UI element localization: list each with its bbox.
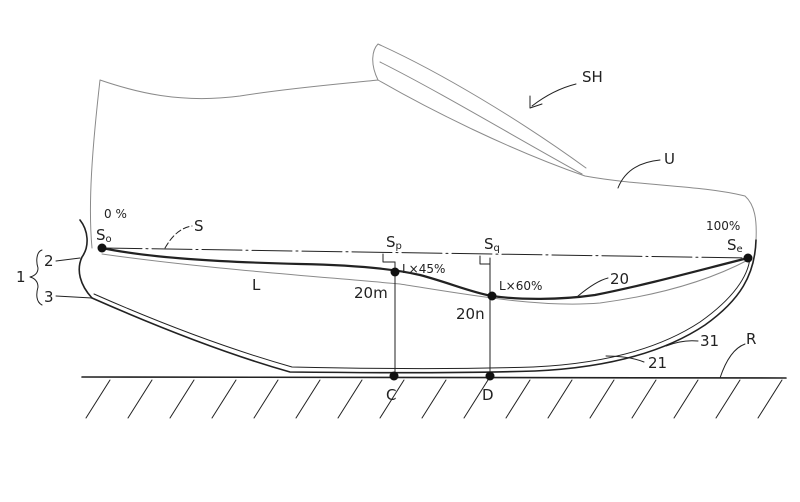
label-d: D <box>482 386 494 404</box>
outsole-inner <box>93 257 751 369</box>
point-so <box>97 243 107 253</box>
ground-hatching <box>85 379 783 419</box>
brace-1 <box>29 249 43 306</box>
label-l: L <box>252 276 261 294</box>
label-so: So <box>96 226 112 245</box>
point-se <box>743 253 753 263</box>
label-1: 1 <box>16 268 26 286</box>
ground-line <box>81 376 787 379</box>
label-l-60: L×60% <box>499 279 542 293</box>
label-u: U <box>664 150 675 168</box>
leader-31 <box>665 340 699 347</box>
tongue-outline <box>372 43 587 169</box>
label-0-percent: 0 % <box>104 207 127 221</box>
insole-line <box>100 246 750 300</box>
label-31: 31 <box>700 332 719 350</box>
label-20n: 20n <box>456 305 485 323</box>
right-angle-mark-sp <box>382 253 396 263</box>
leader-21 <box>605 355 645 363</box>
label-20: 20 <box>610 270 629 288</box>
arrow-sh-head <box>529 95 543 109</box>
midsole-curve <box>101 253 749 305</box>
point-20m <box>390 267 400 277</box>
label-100-percent: 100% <box>706 219 740 233</box>
label-s: S <box>194 217 204 235</box>
label-l-45: L×45% <box>402 262 445 276</box>
label-se: Se <box>727 236 743 255</box>
upper-outline <box>89 79 757 249</box>
point-c <box>389 371 399 381</box>
leader-2 <box>55 257 81 262</box>
label-20m: 20m <box>354 284 388 302</box>
right-angle-mark-sq <box>479 255 491 265</box>
leader-3 <box>55 295 93 299</box>
label-c: C <box>386 386 396 404</box>
label-sh: SH <box>582 68 603 86</box>
leader-20 <box>577 277 609 297</box>
outsole-outer <box>91 239 757 374</box>
point-d <box>485 371 495 381</box>
label-3: 3 <box>44 288 54 306</box>
tongue-inner-line <box>379 61 583 175</box>
leader-u <box>617 159 661 189</box>
heel-counter <box>78 219 93 299</box>
leader-r <box>719 343 746 379</box>
label-r: R <box>746 330 756 348</box>
arrow-sh <box>531 83 577 107</box>
leader-s <box>164 225 193 249</box>
label-2: 2 <box>44 252 54 270</box>
reference-line-s <box>101 247 749 259</box>
label-sp: Sp <box>386 233 402 252</box>
point-20n <box>487 291 497 301</box>
label-sq: Sq <box>484 235 500 254</box>
label-21: 21 <box>648 354 667 372</box>
